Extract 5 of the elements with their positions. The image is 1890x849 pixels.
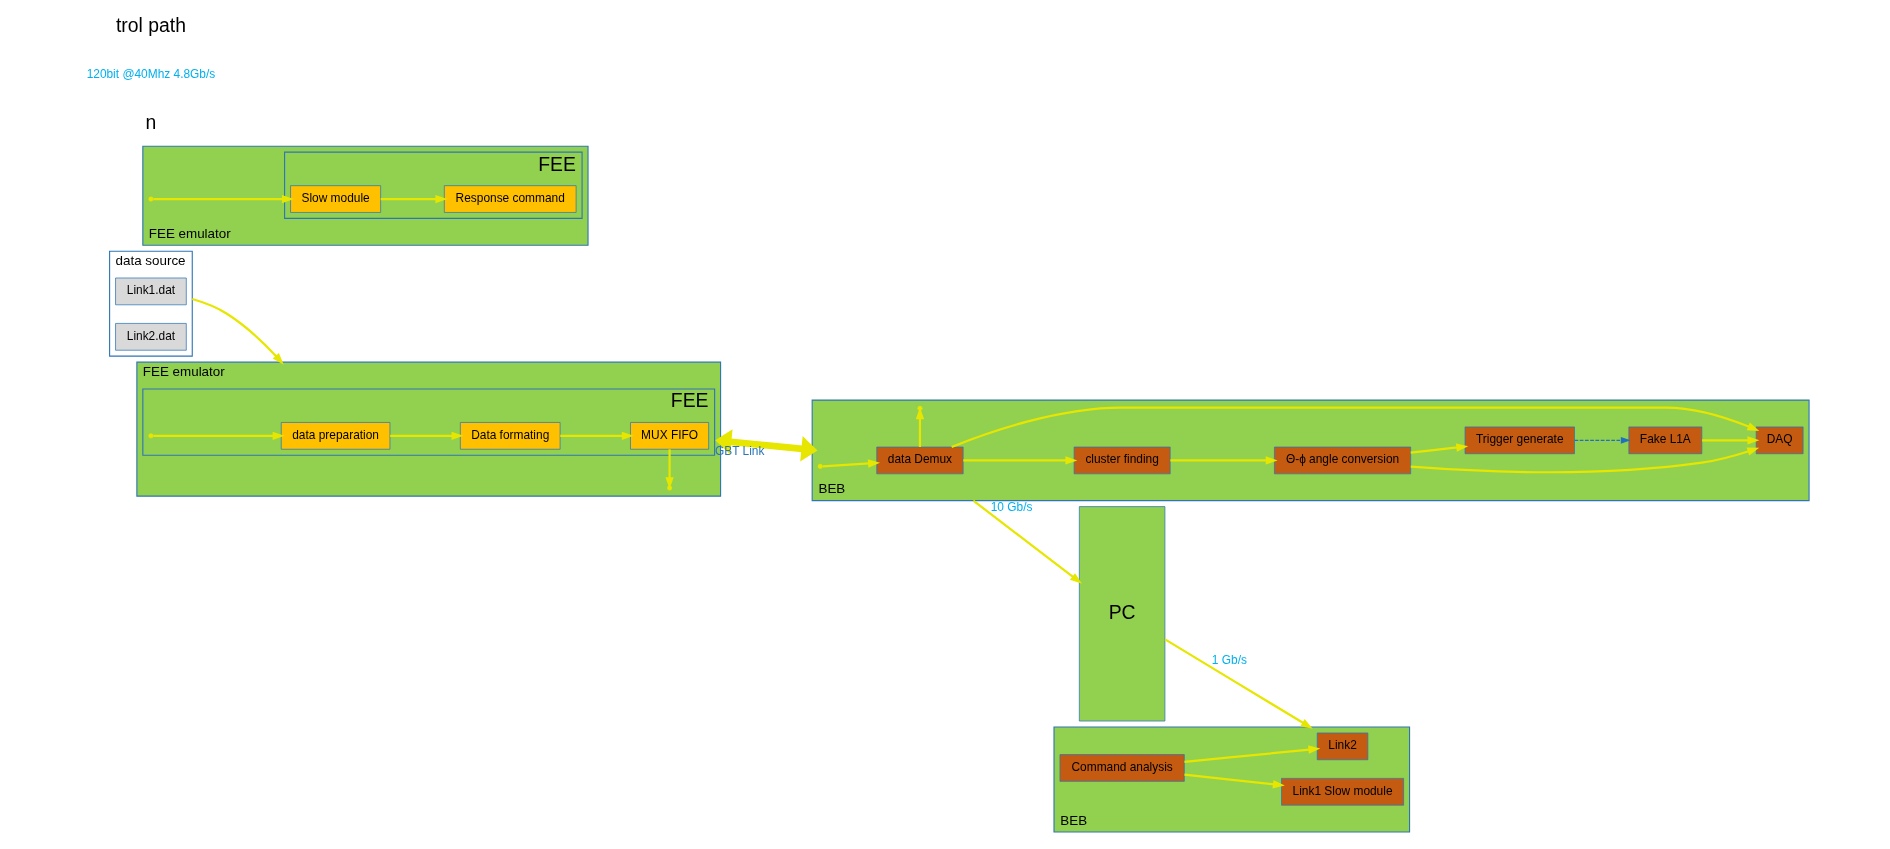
label: n: [145, 110, 157, 133]
edge-label: 1 Gb/s: [1211, 653, 1247, 668]
label: trol path: [115, 13, 186, 36]
edge-label: 10 Gb/s: [990, 499, 1033, 514]
label: 120bit @40Mhz 4.8Gb/s: [86, 67, 216, 82]
